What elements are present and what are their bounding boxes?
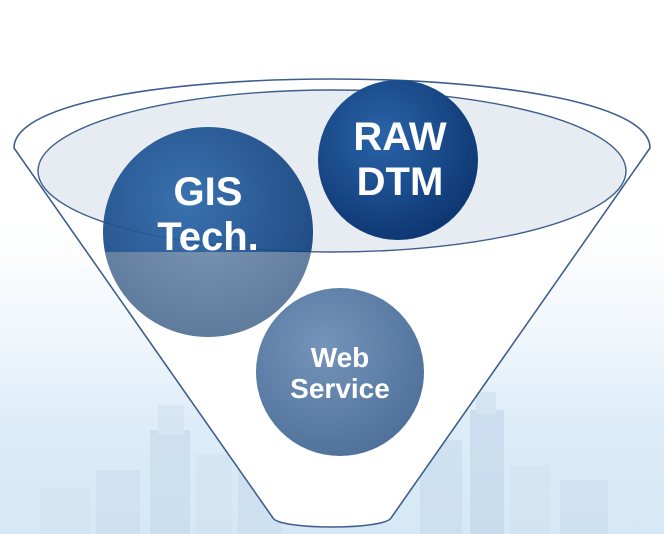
gis-tech-label-line-2: Tech. xyxy=(157,215,259,259)
gis-tech-label-line-1: GIS xyxy=(173,170,243,215)
gis-tech-circle-lower xyxy=(104,252,312,337)
raw-dtm-label-line-2: DTM xyxy=(356,160,444,204)
raw-dtm-circle xyxy=(318,80,478,240)
gis-tech-circle xyxy=(103,127,313,252)
web-service-circle xyxy=(256,288,424,456)
web-service-label: Web Service xyxy=(260,318,420,428)
web-service-label-line-1: Web xyxy=(310,341,370,373)
web-service-label-line-2: Service xyxy=(290,373,390,404)
raw-dtm-label-line-1: RAW xyxy=(353,115,447,160)
raw-dtm-label: RAW DTM xyxy=(320,90,480,230)
gis-tech-label: GIS Tech. xyxy=(108,150,308,280)
